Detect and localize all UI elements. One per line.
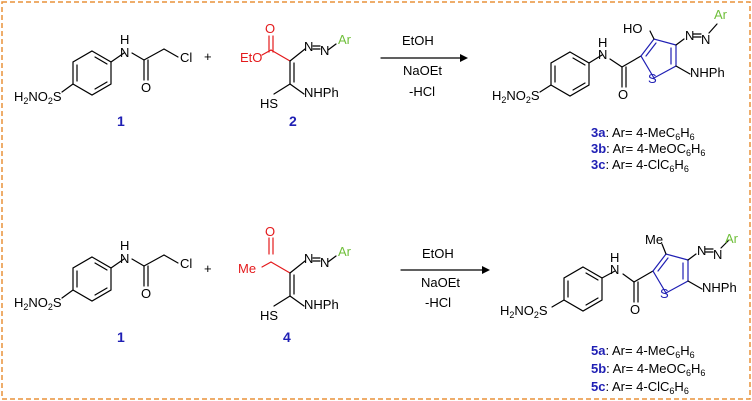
aryl-ar: Ar	[714, 7, 728, 22]
chloro: Cl	[180, 256, 192, 271]
compound-1-bottom: H N O Cl H2NO2S 1	[14, 238, 192, 345]
sulfonamide-group: H2NO2S	[14, 295, 62, 312]
amide-o: O	[618, 87, 628, 102]
azo-n2: N	[320, 43, 329, 58]
amide-n: N	[598, 47, 607, 62]
product-3: HO N N Ar H N O S NHPh H2NO2S	[492, 7, 728, 105]
variants-5: 5a: Ar= 4-MeC6H6 5b: Ar= 4-MeOC6H6 5c: A…	[591, 343, 705, 396]
ketone-o: O	[265, 224, 275, 239]
compound-1-top: H N O Cl H2NO2S 1	[14, 32, 192, 129]
amide-h: H	[598, 35, 607, 50]
scheme-2: H N O Cl H2NO2S 1 + Me O N N Ar	[14, 224, 739, 396]
condition-byproduct: -HCl	[409, 84, 435, 99]
reaction-arrow-2: EtOH NaOEt -HCl	[400, 246, 490, 310]
product-5: Me N N Ar H N O S NHPh H2NO2S	[500, 231, 739, 320]
nh-n: N	[120, 45, 129, 60]
nhph: NHPh	[304, 297, 339, 312]
variant-3a: 3a: Ar= 4-MeC6H6	[591, 125, 695, 142]
carbonyl-o: O	[141, 80, 151, 95]
amide-n: N	[610, 262, 619, 277]
azo-n2: N	[320, 255, 329, 270]
thiophene-s: S	[660, 286, 669, 301]
condition-ethanol: EtOH	[402, 33, 434, 48]
sulfonamide-group: H2NO2S	[492, 88, 540, 105]
condition-base: NaOEt	[403, 63, 442, 78]
ethoxy: EtO	[240, 50, 262, 65]
sulfonamide-group: H2NO2S	[14, 89, 62, 106]
compound-1-label: 1	[117, 113, 125, 129]
compound-2: EtO O N N Ar HS NHPh 2	[240, 21, 352, 129]
nh-h: H	[120, 238, 129, 253]
compound-4-label: 4	[283, 329, 291, 345]
variant-5b: 5b: Ar= 4-MeOC6H6	[591, 361, 705, 378]
nhph: NHPh	[304, 85, 339, 100]
condition-byproduct: -HCl	[425, 295, 451, 310]
hydroxyl: HO	[623, 21, 643, 36]
sulfonamide-group: H2NO2S	[500, 303, 548, 320]
compound-1-label: 1	[117, 329, 125, 345]
aryl-ar: Ar	[725, 231, 739, 246]
thiol-hs: HS	[260, 96, 278, 111]
nhph: NHPh	[702, 280, 737, 295]
scheme-1: H N O Cl H2NO2S 1 + EtO O N N Ar	[14, 7, 728, 174]
condition-base: NaOEt	[421, 275, 460, 290]
variant-5a: 5a: Ar= 4-MeC6H6	[591, 343, 695, 360]
plus-sign: +	[204, 261, 212, 276]
nh-n: N	[120, 251, 129, 266]
azo-n2: N	[701, 32, 710, 47]
azo-n2: N	[713, 247, 722, 262]
azo-n1: N	[304, 39, 313, 54]
aryl-ar: Ar	[338, 244, 352, 259]
condition-ethanol: EtOH	[422, 246, 454, 261]
chloro: Cl	[180, 50, 192, 65]
variant-3b: 3b: Ar= 4-MeOC6H6	[591, 141, 705, 158]
nhph: NHPh	[690, 65, 725, 80]
thiol-hs: HS	[260, 308, 278, 323]
aryl-ar: Ar	[338, 32, 352, 47]
amide-h: H	[610, 250, 619, 265]
compound-4: Me O N N Ar HS NHPh 4	[238, 224, 352, 345]
plus-sign: +	[204, 49, 212, 64]
methyl: Me	[238, 261, 256, 276]
variant-3c: 3c: Ar= 4-ClC6H6	[591, 157, 689, 174]
amide-o: O	[630, 302, 640, 317]
nh-h: H	[120, 32, 129, 47]
azo-n1: N	[697, 243, 706, 258]
compound-2-label: 2	[289, 113, 297, 129]
methyl: Me	[645, 232, 663, 247]
ester-o: O	[265, 21, 275, 36]
reaction-arrow-1: EtOH NaOEt -HCl	[380, 33, 468, 99]
thiophene-s: S	[648, 71, 657, 86]
carbonyl-o: O	[141, 286, 151, 301]
azo-n1: N	[685, 28, 694, 43]
azo-n1: N	[304, 251, 313, 266]
variants-3: 3a: Ar= 4-MeC6H6 3b: Ar= 4-MeOC6H6 3c: A…	[591, 125, 705, 174]
variant-5c: 5c: Ar= 4-ClC6H6	[591, 379, 689, 396]
